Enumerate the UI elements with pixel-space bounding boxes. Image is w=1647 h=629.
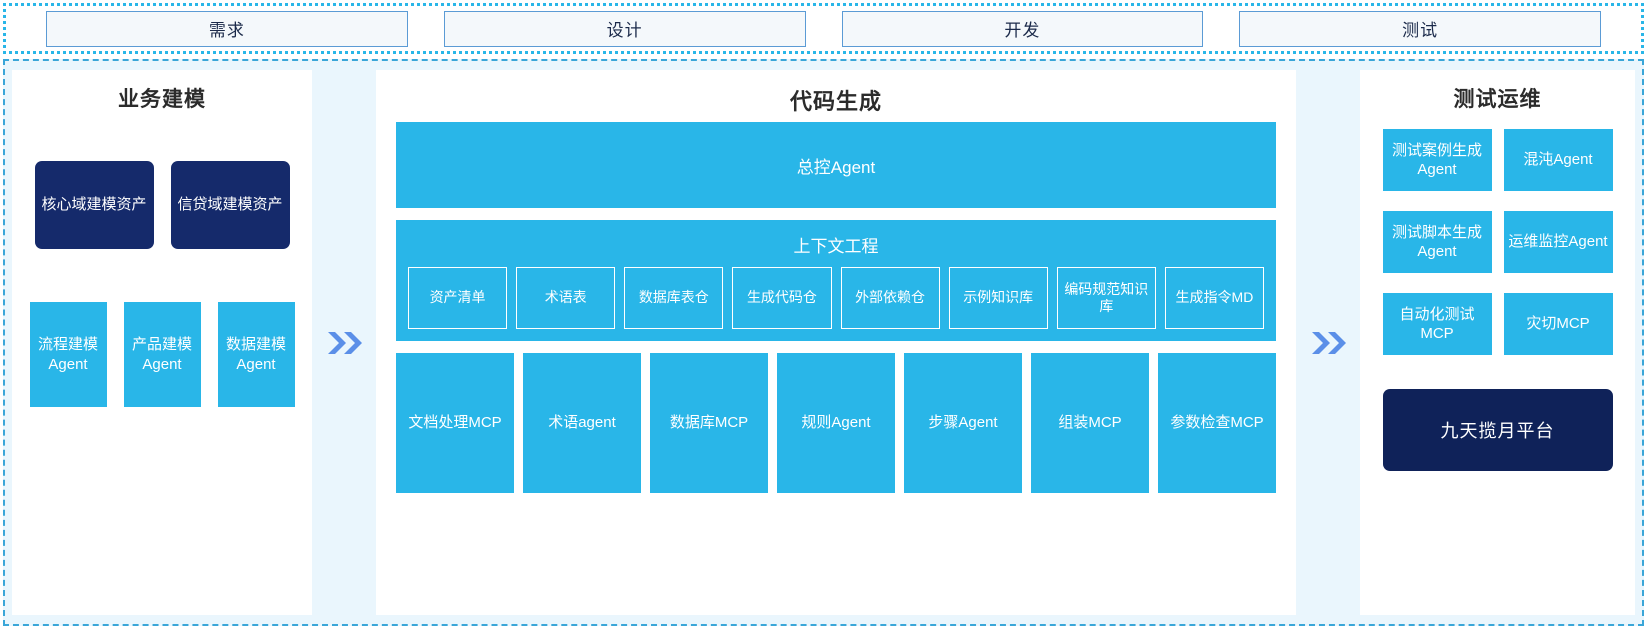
ops-card-automated-test-mcp[interactable]: 自动化测试MCP (1382, 293, 1492, 355)
context-item-label: 数据库表仓 (638, 289, 709, 306)
context-item-example-knowledge-base[interactable]: 示例知识库 (948, 267, 1048, 329)
panel-title: 测试运维 (1453, 88, 1542, 111)
context-item-label: 生成代码仓 (746, 289, 817, 306)
context-item-asset-list[interactable]: 资产清单 (408, 267, 508, 329)
tool-card-label: 参数检查MCP (1170, 414, 1264, 432)
agent-card-product-modeling[interactable]: 产品建模Agent (123, 302, 201, 407)
master-agent-label: 总控Agent (796, 157, 876, 177)
agent-card-data-modeling[interactable]: 数据建模Agent (217, 302, 295, 407)
panel-business-modeling: 业务建模 核心域建模资产 信贷域建模资产 流程建模Agent 产品建模Agent… (12, 70, 312, 615)
phase-item-development[interactable]: 开发 (841, 10, 1204, 47)
phase-label: 需求 (208, 21, 245, 40)
double-chevron-right-icon (312, 70, 376, 615)
phase-label: 开发 (1004, 21, 1041, 40)
tool-card-parameter-check-mcp[interactable]: 参数检查MCP (1158, 353, 1276, 493)
ops-card-label: 混沌Agent (1523, 151, 1593, 169)
context-item-label: 编码规范知识库 (1064, 280, 1149, 315)
context-engineering-block: 上下文工程 资产清单 术语表 数据库表仓 生成代码仓 (396, 220, 1276, 341)
tool-card-row: 文档处理MCP 术语agent 数据库MCP 规则Agent 步骤Agent (396, 353, 1276, 493)
asset-card-credit-domain[interactable]: 信贷域建模资产 (170, 161, 290, 249)
panel-title: 业务建模 (118, 88, 206, 111)
context-item-label: 示例知识库 (963, 289, 1034, 306)
double-chevron-right-icon (1296, 70, 1360, 615)
context-engineering-title: 上下文工程 (793, 237, 879, 256)
platform-card-label: 九天揽月平台 (1440, 421, 1555, 441)
ops-card-label: 自动化测试MCP (1399, 305, 1475, 343)
phase-item-design[interactable]: 设计 (443, 10, 806, 47)
test-operations-body: 测试案例生成Agent 混沌Agent 测试脚本生成Agent 运维监控Agen… (1360, 119, 1635, 471)
context-item-external-dependency-repo[interactable]: 外部依赖仓 (840, 267, 940, 329)
context-item-coding-standard-knowledge-base[interactable]: 编码规范知识库 (1056, 267, 1156, 329)
platform-card[interactable]: 九天揽月平台 (1382, 389, 1613, 471)
main-area: 业务建模 核心域建模资产 信贷域建模资产 流程建模Agent 产品建模Agent… (3, 59, 1644, 626)
ops-card-label: 测试脚本生成Agent (1391, 223, 1482, 261)
agent-card-label: 产品建模Agent (131, 336, 192, 373)
business-asset-row: 核心域建模资产 信贷域建模资产 (34, 161, 290, 249)
master-agent-card[interactable]: 总控Agent (396, 122, 1276, 208)
phase-strip: 需求 设计 开发 测试 (3, 3, 1644, 54)
context-item-label: 生成指令MD (1175, 289, 1254, 306)
tool-card-label: 规则Agent (801, 414, 871, 432)
tool-card-label: 步骤Agent (928, 414, 998, 432)
context-item-generation-instruction-md[interactable]: 生成指令MD (1164, 267, 1264, 329)
context-item-glossary[interactable]: 术语表 (516, 267, 616, 329)
context-item-label: 术语表 (544, 289, 587, 306)
context-item-row: 资产清单 术语表 数据库表仓 生成代码仓 外部依赖仓 (408, 267, 1264, 329)
tool-card-glossary-agent[interactable]: 术语agent (523, 353, 641, 493)
tool-card-step-agent[interactable]: 步骤Agent (904, 353, 1022, 493)
asset-card-label: 核心域建模资产 (41, 195, 147, 213)
panel-code-generation: 代码生成 总控Agent 上下文工程 资产清单 术语表 (376, 70, 1296, 615)
context-item-label: 外部依赖仓 (855, 289, 926, 306)
tool-card-rule-agent[interactable]: 规则Agent (777, 353, 895, 493)
tool-card-label: 术语agent (548, 414, 616, 432)
tool-card-assembly-mcp[interactable]: 组装MCP (1031, 353, 1149, 493)
ops-card-label: 运维监控Agent (1508, 233, 1608, 251)
agent-card-label: 流程建模Agent (37, 336, 98, 373)
phase-label: 测试 (1402, 21, 1439, 40)
phase-label: 设计 (606, 21, 643, 40)
business-agent-row: 流程建模Agent 产品建模Agent 数据建模Agent (29, 302, 295, 407)
ops-card-label: 灾切MCP (1526, 315, 1590, 333)
tool-card-document-processing-mcp[interactable]: 文档处理MCP (396, 353, 514, 493)
context-item-label: 资产清单 (429, 289, 486, 306)
context-item-db-table-repo[interactable]: 数据库表仓 (624, 267, 724, 329)
tool-card-label: 组装MCP (1058, 414, 1122, 432)
ops-card-disaster-recovery-mcp[interactable]: 灾切MCP (1503, 293, 1613, 355)
asset-card-label: 信贷域建模资产 (177, 195, 283, 213)
asset-card-core-domain[interactable]: 核心域建模资产 (34, 161, 154, 249)
tool-card-label: 文档处理MCP (408, 414, 502, 432)
code-generation-body: 总控Agent 上下文工程 资产清单 术语表 数据库表仓 (376, 122, 1296, 507)
ops-card-operations-monitoring-agent[interactable]: 运维监控Agent (1503, 211, 1613, 273)
agent-card-process-modeling[interactable]: 流程建模Agent (29, 302, 107, 407)
agent-card-label: 数据建模Agent (225, 336, 286, 373)
panel-title: 代码生成 (789, 89, 882, 114)
ops-card-chaos-agent[interactable]: 混沌Agent (1503, 129, 1613, 191)
ops-card-label: 测试案例生成Agent (1391, 141, 1482, 179)
context-item-generated-code-repo[interactable]: 生成代码仓 (732, 267, 832, 329)
tool-card-database-mcp[interactable]: 数据库MCP (650, 353, 768, 493)
tool-card-label: 数据库MCP (669, 414, 749, 432)
ops-card-test-script-generation-agent[interactable]: 测试脚本生成Agent (1382, 211, 1492, 273)
test-operations-grid: 测试案例生成Agent 混沌Agent 测试脚本生成Agent 运维监控Agen… (1382, 129, 1613, 355)
ops-card-test-case-generation-agent[interactable]: 测试案例生成Agent (1382, 129, 1492, 191)
phase-item-testing[interactable]: 测试 (1239, 10, 1601, 47)
panel-test-operations: 测试运维 测试案例生成Agent 混沌Agent 测试脚本生成Agent 运维监… (1360, 70, 1635, 615)
phase-item-requirements[interactable]: 需求 (46, 10, 408, 47)
